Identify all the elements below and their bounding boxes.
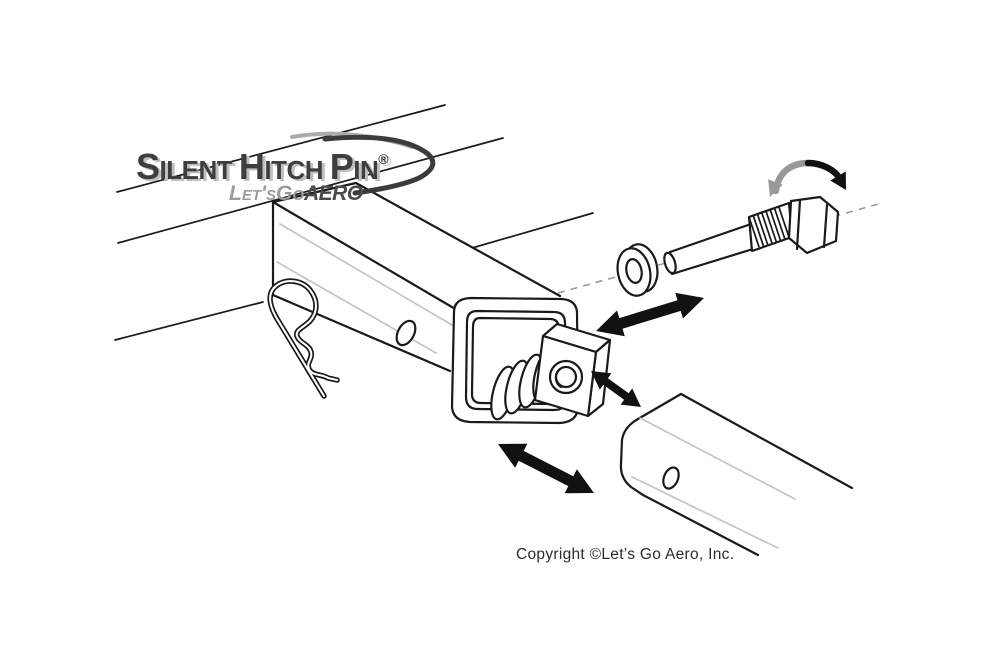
bolt-threads	[748, 206, 790, 248]
background-line	[114, 301, 264, 341]
insertion-arrow-lower	[498, 443, 594, 494]
insertion-arrows	[498, 292, 704, 494]
threaded-nut-block	[533, 322, 612, 418]
draw-bar-end-face	[619, 392, 683, 497]
copyright-text: Copyright ©Let’s Go Aero, Inc.	[516, 546, 734, 563]
logo-swoosh	[322, 134, 436, 196]
hex-head-facet-edge	[795, 198, 802, 251]
flat-washer	[616, 243, 659, 297]
rotation-arrow	[768, 159, 846, 197]
logo-text-shadow: SILENT HITCH PIN®	[139, 148, 392, 189]
draw-bar-pin-hole	[662, 466, 680, 490]
insertion-arrow-upper	[596, 292, 704, 337]
receiver-top-face	[273, 183, 560, 308]
alignment-dashed-line-icon	[557, 202, 883, 294]
receiver-tube	[271, 181, 562, 373]
brand-logo: SILENT HITCH PIN® SILENT HITCH PIN® Let'…	[136, 131, 436, 205]
rotation-arrow-gray-arc	[772, 159, 812, 195]
draw-bar-highlight-line	[639, 417, 796, 500]
background-perspective-lines	[114, 104, 594, 341]
rotation-arrow-black-arc	[804, 159, 844, 183]
bolt-tip	[663, 251, 677, 275]
background-line	[471, 212, 594, 249]
rotation-arrow-gray-head	[768, 179, 783, 197]
hex-head-facet-edge	[822, 203, 829, 249]
nut-block-front-face	[533, 334, 598, 418]
nut-block-hole-shading	[554, 368, 563, 389]
logo-text: SILENT HITCH PIN®	[136, 146, 389, 187]
r-clip-wire-inner	[269, 280, 339, 398]
logo-subtext: Let'sGoAERO	[229, 182, 363, 205]
nut-block-threaded-hole	[548, 359, 584, 395]
washer-hole	[625, 258, 643, 284]
background-line	[117, 137, 504, 244]
draw-bar-bottom-edge	[641, 493, 760, 557]
receiver-bottom-front-edge	[271, 293, 452, 373]
draw-bar-highlight-line	[631, 476, 779, 549]
rotation-arrow-black-head	[830, 171, 846, 190]
receiver-outline	[271, 181, 562, 298]
insertion-arrow-small	[591, 371, 641, 407]
receiver-highlight-line	[279, 223, 453, 326]
draw-bar-body	[621, 394, 852, 555]
r-clip	[267, 278, 340, 399]
bolt-shank	[668, 222, 755, 276]
draw-bar	[619, 392, 854, 557]
receiver-top-front-edge	[271, 200, 459, 312]
receiver-pin-hole	[395, 319, 417, 347]
draw-bar-top-edge	[679, 392, 854, 490]
hitch-pin-bolt	[663, 195, 840, 276]
background-line	[116, 104, 446, 193]
